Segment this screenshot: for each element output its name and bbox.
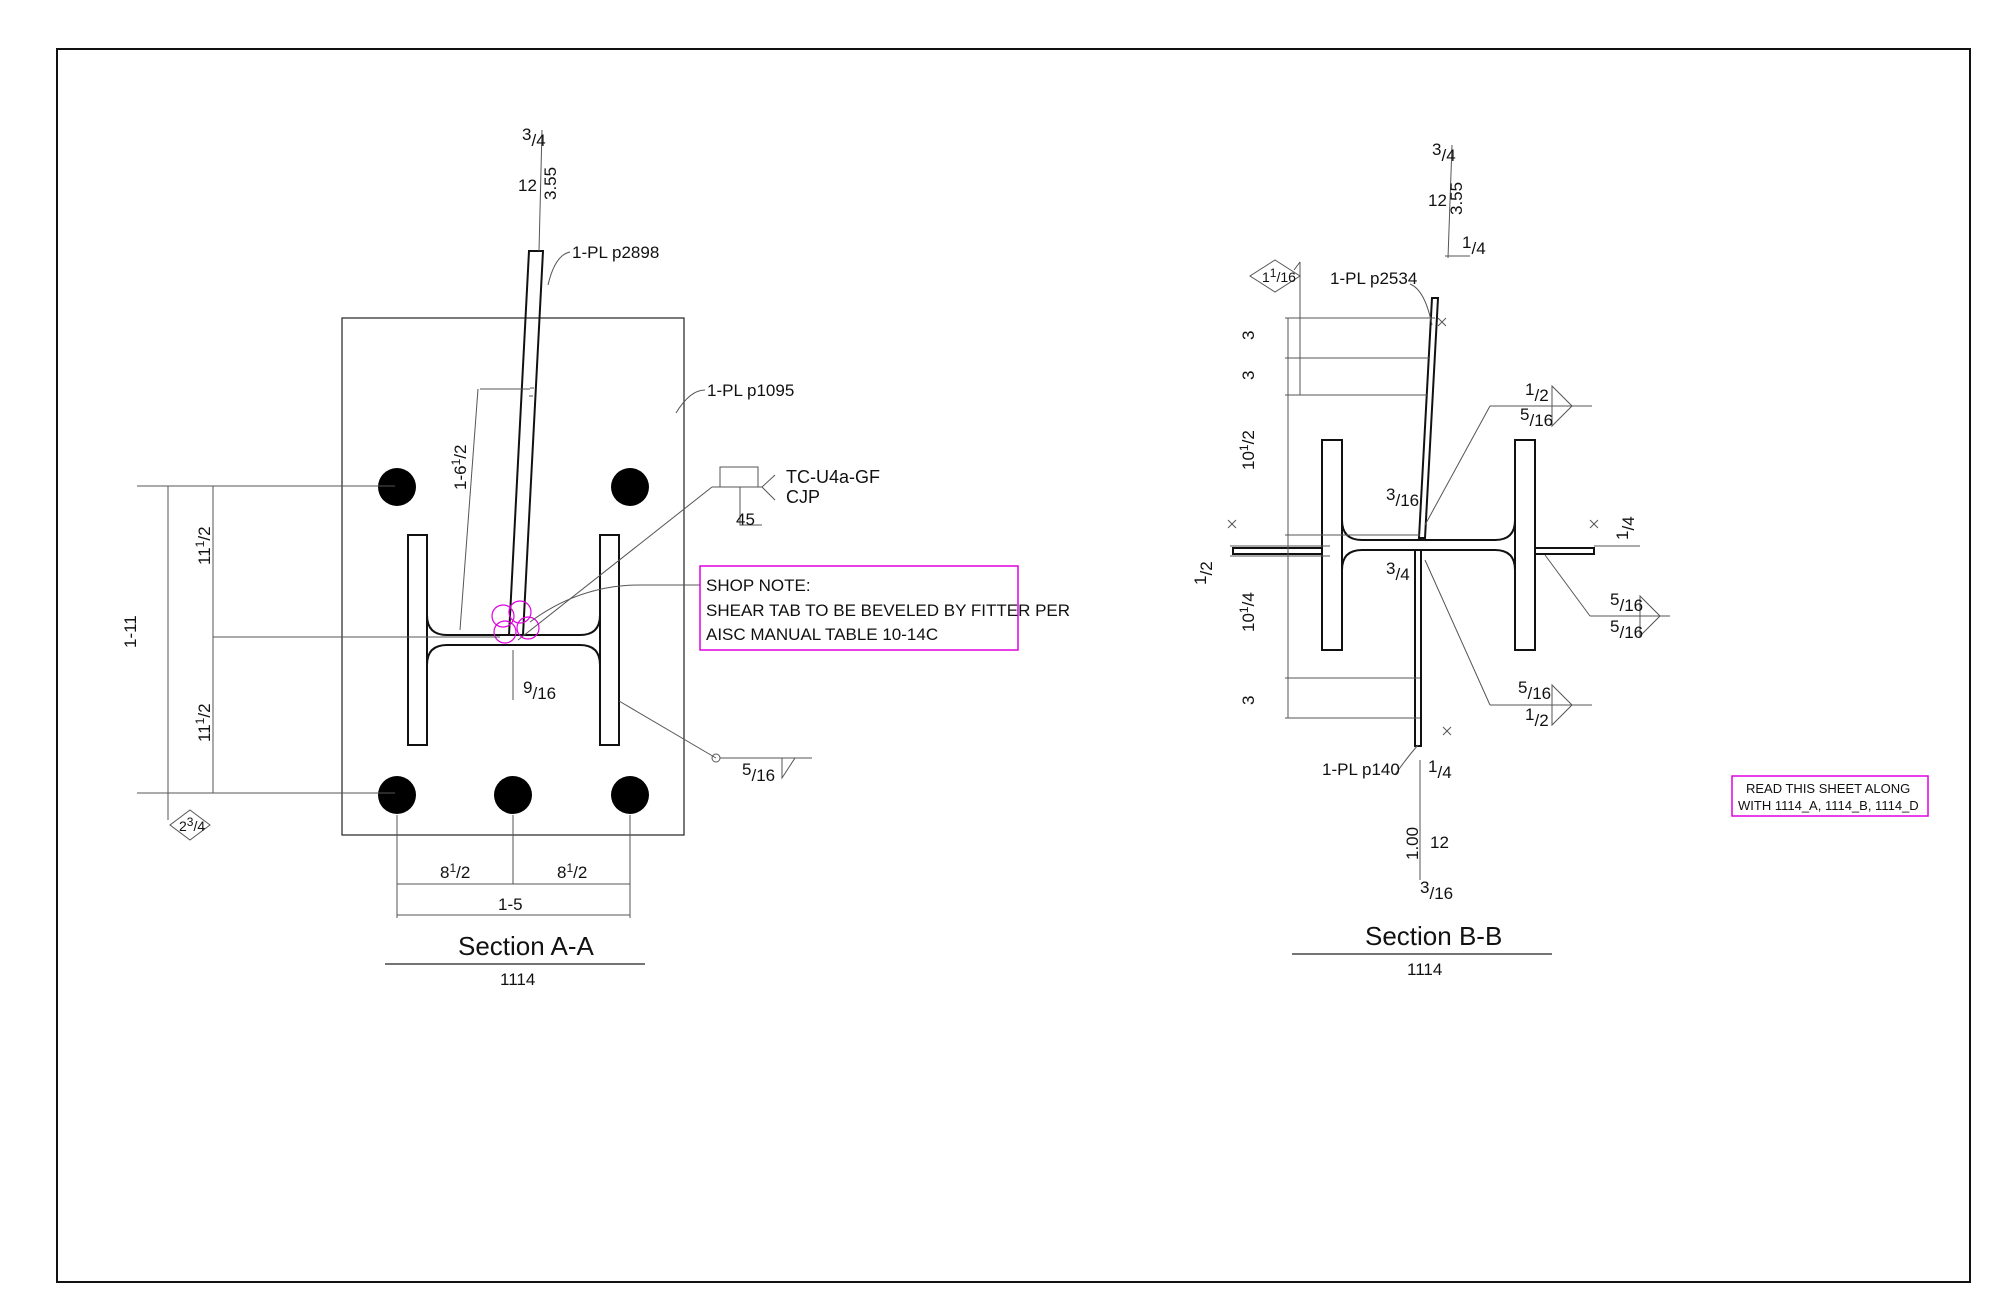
b-dim-k: 1/4 (1462, 233, 1486, 258)
bolt-hole (378, 468, 416, 506)
shop-note-box (699, 565, 1019, 651)
section-a-sheet: 1114 (500, 970, 535, 989)
plate-bottom-b-label: 1-PL p140 (1322, 760, 1400, 779)
plate-top-b (1417, 297, 1440, 539)
section-b-title: Section B-B (1365, 921, 1502, 951)
read-note-line2: WITH 1114_A, 1114_B, 1114_D (1738, 798, 1919, 813)
dim-diag: 1-61/2 (449, 445, 470, 490)
dim-right-span: 81/2 (557, 861, 587, 882)
b-weld-top-size: 3/4 (1432, 140, 1456, 165)
bolt-hole (378, 776, 416, 814)
dimensions-a: 1-61/2 111/2 111/2 1-11 23/4 9/16 81/2 8… (121, 388, 631, 918)
groove-weld-symbol: TC-U4a-GF CJP 45 (517, 466, 880, 641)
plate-top-b-label: 1-PL p2534 (1330, 269, 1417, 288)
bolt-hole (611, 776, 649, 814)
groove-weld-angle: 45 (736, 510, 755, 529)
b-weld-w1-bot: 5/16 (1520, 405, 1553, 430)
b-weld-top-length: 12 (1428, 191, 1447, 210)
b-weld-top-pitch: 3.55 (1447, 182, 1466, 215)
b-dim-g: 3/16 (1386, 485, 1419, 510)
b-weld-w2-bot: 5/16 (1610, 617, 1643, 642)
dimensions-b: 3 3 101/2 1/2 101/4 3 1/4 3/16 3/4 1/4 (1191, 317, 1640, 782)
fillet-weld-size: 5/16 (742, 760, 775, 785)
weld-top-size: 3/4 (522, 125, 546, 150)
revision-cloud (491, 600, 540, 644)
dim-lower: 111/2 (193, 703, 214, 742)
sheet-border (56, 48, 1971, 1283)
b-dim-j: 1/4 (1613, 516, 1638, 540)
b-dim-b: 3 (1239, 371, 1258, 380)
groove-weld-code: TC-U4a-GF (786, 467, 880, 487)
dim-upper: 111/2 (193, 526, 214, 565)
b-dim-a: 3 (1239, 331, 1258, 340)
b-weld-bottom-pitch: 1.00 (1403, 827, 1422, 860)
groove-weld-type: CJP (786, 487, 820, 507)
b-weld-w2-top: 5/16 (1610, 590, 1643, 615)
read-note-line1: READ THIS SHEET ALONG (1746, 781, 1910, 796)
plate-base-label: 1-PL p1095 (707, 381, 794, 400)
dim-offset: 23/4 (179, 815, 205, 834)
bolt-hole (611, 468, 649, 506)
b-weld-bottom-size: 3/16 (1420, 878, 1453, 903)
b-dim-d: 1/2 (1191, 561, 1216, 585)
b-dim-c: 101/2 (1237, 430, 1258, 470)
bolt-hole (494, 776, 532, 814)
shop-note-line1: SHEAR TAB TO BE BEVELED BY FITTER PER (706, 601, 1070, 620)
dim-total: 1-5 (498, 895, 523, 914)
section-b-sheet: 1114 (1407, 960, 1442, 979)
section-a-a: 3/4 12 3.55 1-PL p2898 1-PL p1095 TC-U4a… (121, 125, 1070, 989)
weld-top-pitch: 3.55 (541, 167, 560, 200)
b-dim-h: 3/4 (1386, 559, 1410, 584)
b-weld-w3-top: 5/16 (1518, 678, 1551, 703)
read-note-box (1731, 775, 1929, 817)
shop-note-heading: SHOP NOTE: (706, 576, 811, 595)
plate-bottom-b (1414, 549, 1422, 747)
shear-tab-plate (507, 250, 545, 636)
b-callout-diamond: 11/16 (1262, 266, 1296, 285)
b-weld-w1-top: 1/2 (1525, 380, 1549, 405)
dim-gap: 9/16 (523, 678, 556, 703)
b-weld-w3-bot: 1/2 (1525, 705, 1549, 730)
b-weld-bottom-length: 12 (1430, 833, 1449, 852)
b-dim-i: 1/4 (1428, 757, 1452, 782)
plate-main-label: 1-PL p2898 (572, 243, 659, 262)
dim-overall: 1-11 (121, 615, 140, 648)
dim-left-span: 81/2 (440, 861, 470, 882)
b-dim-f: 3 (1239, 696, 1258, 705)
shop-note-line2: AISC MANUAL TABLE 10-14C (706, 625, 938, 644)
column-h-section-b (1321, 439, 1536, 651)
weld-top-length: 12 (518, 176, 537, 195)
section-a-title: Section A-A (458, 931, 595, 961)
section-b-b: 3/4 12 3.55 1/4 1-PL p2534 1-PL p140 11/… (1191, 140, 1670, 979)
b-dim-e: 101/4 (1237, 592, 1258, 632)
